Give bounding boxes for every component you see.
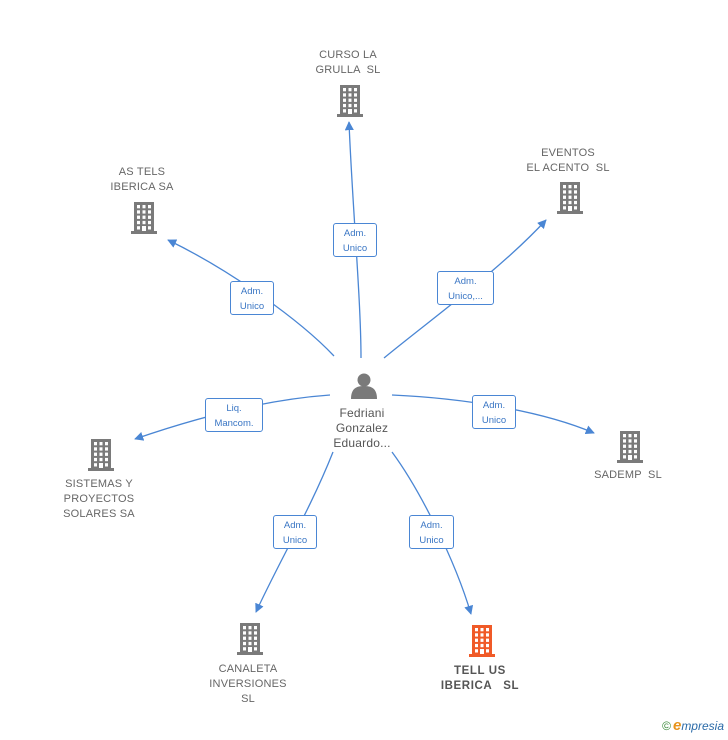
relation-badge-canaleta[interactable]: Adm. Unico: [273, 515, 317, 549]
company-name-canaleta[interactable]: CANALETA INVERSIONES SL: [209, 663, 287, 705]
company-name-astels[interactable]: AS TELS IBERICA SA: [110, 166, 174, 193]
building-icon: [88, 439, 114, 471]
brand-footer: ©empresia: [662, 717, 724, 734]
relation-badge-curso[interactable]: Adm. Unico: [333, 223, 377, 257]
relation-badge-sademp[interactable]: Adm. Unico: [472, 395, 516, 429]
person-icon: [351, 373, 377, 399]
relation-badge-tell[interactable]: Adm. Unico: [409, 515, 454, 549]
company-name-sademp[interactable]: SADEMP SL: [594, 469, 662, 481]
person-name[interactable]: Fedriani Gonzalez Eduardo...: [333, 406, 391, 450]
relation-badge-eventos[interactable]: Adm. Unico,...: [437, 271, 494, 305]
company-name-curso[interactable]: CURSO LA GRULLA SL: [315, 49, 381, 76]
copyright-symbol: ©: [662, 719, 671, 733]
relation-badge-astels[interactable]: Adm. Unico: [230, 281, 274, 315]
brand-name: mpresia: [681, 719, 724, 733]
company-name-eventos[interactable]: EVENTOS EL ACENTO SL: [526, 147, 610, 174]
building-icon: [131, 202, 157, 234]
relation-badge-sistemas[interactable]: Liq. Mancom.: [205, 398, 263, 432]
building-icon: [557, 182, 583, 214]
building-icon: [469, 625, 495, 657]
building-icon: [337, 85, 363, 117]
company-name-tell[interactable]: TELL US IBERICA SL: [440, 665, 520, 692]
building-icon: [237, 623, 263, 655]
brand-initial: e: [672, 717, 682, 734]
company-name-sistemas[interactable]: SISTEMAS Y PROYECTOS SOLARES SA: [63, 478, 135, 520]
building-icon: [617, 431, 643, 463]
